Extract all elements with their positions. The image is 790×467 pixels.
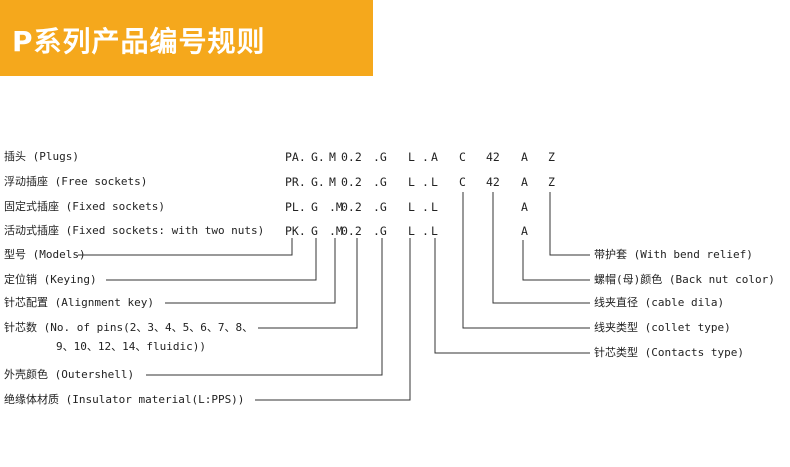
code-segment: . (422, 150, 429, 164)
code-segment: L (408, 150, 415, 164)
code-segment: PL. (285, 200, 306, 214)
row-label: 插头 (Plugs) (4, 150, 79, 163)
code-segment: 0.2 (341, 150, 362, 164)
code-segment: . (422, 224, 429, 238)
code-segment: . (422, 175, 429, 189)
code-segment: .G (373, 175, 387, 189)
label-alignment-key: 针芯配置 (Alignment key) (4, 296, 154, 309)
label-outershell: 外壳颜色 (Outershell) (4, 368, 135, 381)
code-segment: .G (373, 224, 387, 238)
code-segment: M (329, 175, 336, 189)
label-pins: 针芯数 (No. of pins(2、3、4、5、6、7、8、 (4, 321, 254, 334)
code-segment: A (521, 224, 528, 238)
label-keying: 定位销 (Keying) (4, 273, 97, 286)
row-label: 活动式插座 (Fixed sockets: with two nuts) (4, 224, 265, 237)
code-segment: .M (329, 224, 343, 238)
label-contacts-type: 针芯类型 (Contacts type) (594, 346, 744, 359)
code-segment: PK. (285, 224, 306, 238)
code-segment: PA. (285, 150, 306, 164)
code-segment: C (459, 150, 466, 164)
code-segment: L (408, 224, 415, 238)
code-segment: G. (311, 175, 325, 189)
label-insulator: 绝缘体材质 (Insulator material(L:PPS)) (4, 393, 245, 406)
code-segment: L (408, 200, 415, 214)
code-segment: A (431, 150, 438, 164)
code-segment: 0.2 (341, 200, 362, 214)
page-title: P系列产品编号规则 (12, 25, 266, 58)
code-segment: G (311, 200, 318, 214)
code-segment: L (431, 175, 438, 189)
label-back-nut-color: 螺帽(母)颜色 (Back nut color) (594, 273, 775, 286)
label-bend-relief: 带护套 (With bend relief) (594, 248, 753, 261)
code-segment: L (408, 175, 415, 189)
code-segment: G. (311, 150, 325, 164)
code-segment: L (431, 224, 438, 238)
code-segment: 0.2 (341, 175, 362, 189)
code-segment: .M (329, 200, 343, 214)
row-label: 固定式插座 (Fixed sockets) (4, 200, 165, 213)
code-segment: Z (548, 175, 555, 189)
code-segment: 42 (486, 150, 500, 164)
row-label: 浮动插座 (Free sockets) (4, 175, 148, 188)
code-segment: 0.2 (341, 224, 362, 238)
code-segment: .G (373, 200, 387, 214)
code-segment: .G (373, 150, 387, 164)
code-segment: G (311, 224, 318, 238)
header-banner (0, 0, 373, 76)
code-segment: C (459, 175, 466, 189)
code-segment: Z (548, 150, 555, 164)
label-pins-cont: 9、10、12、14、fluidic)) (56, 340, 206, 353)
label-collet-type: 线夹类型 (collet type) (594, 321, 731, 334)
code-segment: A (521, 175, 528, 189)
code-segment: M (329, 150, 336, 164)
code-segment: . (422, 200, 429, 214)
code-segment: A (521, 150, 528, 164)
code-segment: A (521, 200, 528, 214)
code-segment: L (431, 200, 438, 214)
label-cable-dia: 线夹直径 (cable dila) (594, 296, 725, 309)
label-models: 型号 (Models) (4, 248, 86, 261)
code-segment: PR. (285, 175, 306, 189)
code-segment: 42 (486, 175, 500, 189)
